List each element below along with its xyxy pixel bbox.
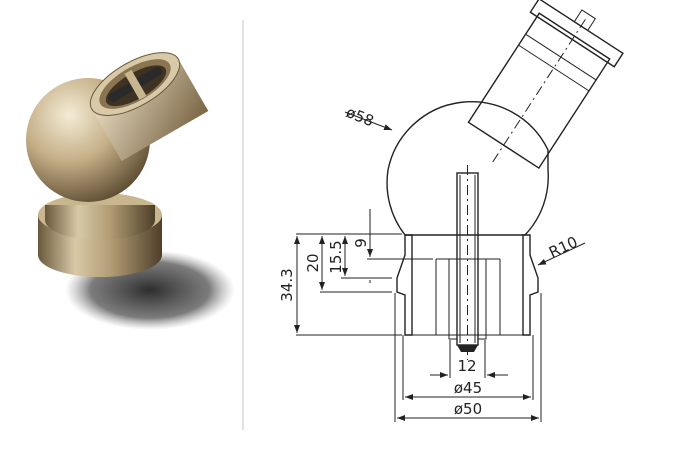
base-cylinder: [38, 193, 162, 277]
technical-drawing: ø58 R10 34.3 20 15.5 9 12: [278, 0, 624, 422]
tilted-collar: [89, 52, 209, 161]
dim-radius: R10: [546, 233, 580, 262]
dim-height-9: 9: [352, 238, 370, 248]
dim-ball-diameter: ø58: [344, 103, 377, 130]
threaded-stem: [456, 165, 479, 360]
cross-rib: [124, 69, 147, 100]
dim-inner-diameter: ø45: [454, 379, 482, 397]
upper-collar-outline: [467, 0, 624, 170]
ball-section: [386, 101, 549, 236]
dim-bolt-width: 12: [457, 357, 476, 375]
dim-outer-diameter: ø50: [454, 400, 482, 418]
dim-height-15-5: 15.5: [327, 240, 345, 273]
dim-total-height: 34.3: [278, 268, 296, 301]
render-3d: [26, 52, 235, 330]
dim-height-20: 20: [304, 253, 322, 272]
